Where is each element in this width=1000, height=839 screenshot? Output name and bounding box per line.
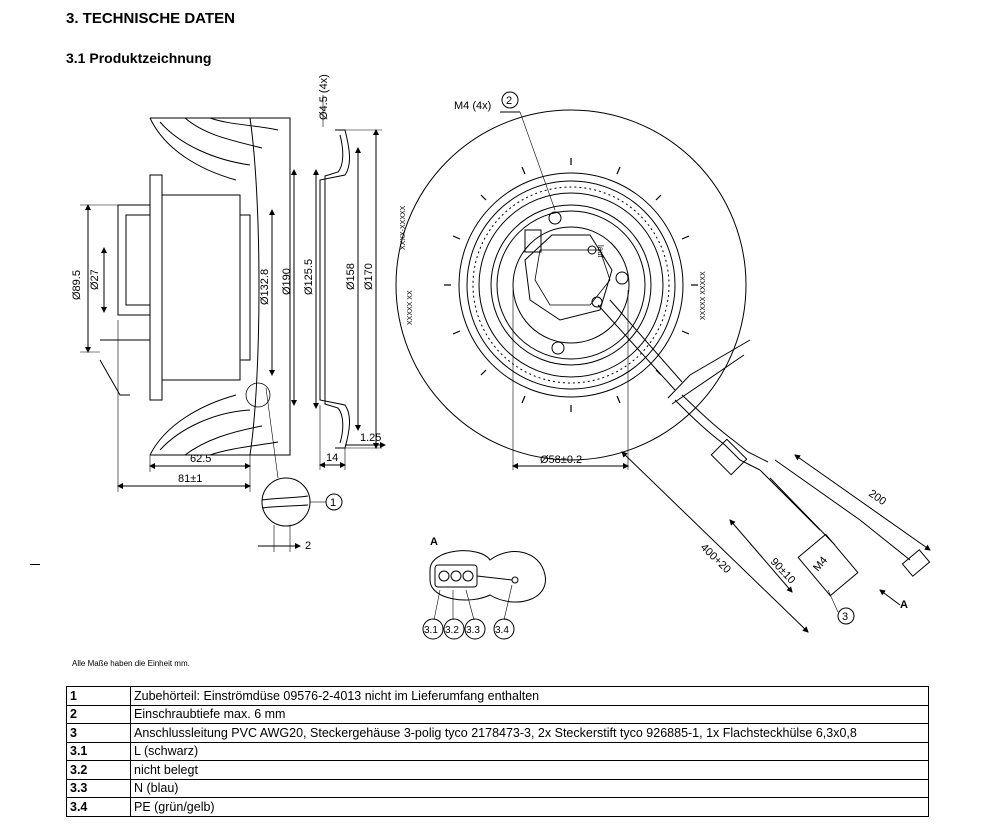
row-number: 3.2: [66, 760, 131, 780]
row-text: nicht belegt: [130, 760, 929, 780]
dim-400: 400+20: [698, 542, 733, 576]
row-number: 1: [66, 686, 131, 706]
pin-3-4: 3.4: [495, 625, 509, 636]
dim-d190: Ø190: [281, 268, 293, 295]
row-text: Anschlussleitung PVC AWG20, Steckergehäu…: [130, 723, 929, 743]
dim-detail-2: 2: [305, 540, 311, 552]
margin-mark: [30, 564, 40, 565]
connector-detail: [422, 550, 546, 640]
dim-d132-8: Ø132.8: [259, 269, 271, 305]
dim-d89-5: Ø89.5: [71, 270, 83, 300]
dim-d125-5: Ø125.5: [303, 259, 315, 295]
dim-1-25: 1.25: [360, 432, 381, 444]
callout-2: 2: [506, 95, 512, 107]
table-row: 2 Einschraubtiefe max. 6 mm: [66, 704, 929, 724]
dim-d170: Ø170: [363, 263, 375, 290]
callout-1: 1: [330, 497, 336, 509]
front-view-labels: M4 (4x) 2 Ø58±0.2 400+20 200 90±10 3 M4 …: [400, 95, 908, 623]
row-number: 3: [66, 723, 131, 743]
dim-d158: Ø158: [345, 263, 357, 290]
side-view: [80, 117, 343, 552]
nozzle-view-labels: Ø4.5 (4x) Ø125.5 Ø158 Ø170 1.25 14: [303, 74, 381, 464]
dim-62-5: 62.5: [190, 453, 211, 465]
row-text: Einschraubtiefe max. 6 mm: [130, 704, 929, 724]
side-view-labels: Ø89.5 Ø27 Ø132.8 Ø190 62.5 81±1 2 1: [71, 268, 336, 552]
row-number: 3.3: [66, 778, 131, 798]
dim-81: 81±1: [178, 473, 202, 485]
row-number: 2: [66, 704, 131, 724]
part-mark-1: XXXX-XXXXX: [400, 205, 407, 250]
subsection-title: 3.1 Produktzeichnung: [66, 50, 212, 66]
detail-a-label: A: [430, 536, 438, 548]
row-text: PE (grün/gelb): [130, 797, 929, 817]
callout-3: 3: [842, 611, 848, 623]
part-mark-2: XXXXX XX: [407, 290, 414, 325]
table-row: 3.2 nicht belegt: [66, 760, 929, 780]
table-row: 3.4 PE (grün/gelb): [66, 797, 929, 817]
row-text: L (schwarz): [130, 741, 929, 761]
front-view: [395, 91, 931, 633]
section-title: 3. TECHNISCHE DATEN: [66, 10, 235, 27]
bolt-label: M4 (4x): [454, 100, 491, 112]
row-number: 3.1: [66, 741, 131, 761]
nozzle-view: [313, 95, 386, 470]
dim-14: 14: [326, 452, 338, 464]
row-text: Zubehörteil: Einströmdüse 09576-2-4013 n…: [130, 686, 929, 706]
row-text: N (blau): [130, 778, 929, 798]
table-row: 1 Zubehörteil: Einströmdüse 09576-2-4013…: [66, 686, 929, 706]
view-arrow-a: A: [900, 599, 908, 611]
dim-d4-5: Ø4.5 (4x): [318, 74, 330, 120]
units-note: Alle Maße haben die Einheit mm.: [72, 659, 190, 668]
dim-d58: Ø58±0.2: [540, 454, 582, 466]
table-row: 3.1 L (schwarz): [66, 741, 929, 761]
dim-d27: Ø27: [89, 269, 101, 290]
dim-200: 200: [866, 488, 888, 508]
table-row: 3.3 N (blau): [66, 778, 929, 798]
product-drawing: Ø89.5 Ø27 Ø132.8 Ø190 62.5 81±1 2 1 Ø4.5…: [71, 74, 931, 640]
table-row: 3 Anschlussleitung PVC AWG20, Steckergeh…: [66, 723, 929, 743]
connector-label: M4: [811, 555, 830, 574]
part-mark-3: XXXXX XXXXX: [700, 271, 707, 320]
pin-3-2: 3.2: [445, 625, 459, 636]
connector-detail-labels: A 3.1 3.2 3.3 3.4: [424, 536, 509, 636]
row-number: 3.4: [66, 797, 131, 817]
pin-3-3: 3.3: [466, 625, 480, 636]
pin-3-1: 3.1: [424, 625, 438, 636]
rotation-text: lauf: [596, 245, 605, 259]
legend-table: 1 Zubehörteil: Einströmdüse 09576-2-4013…: [66, 686, 929, 817]
